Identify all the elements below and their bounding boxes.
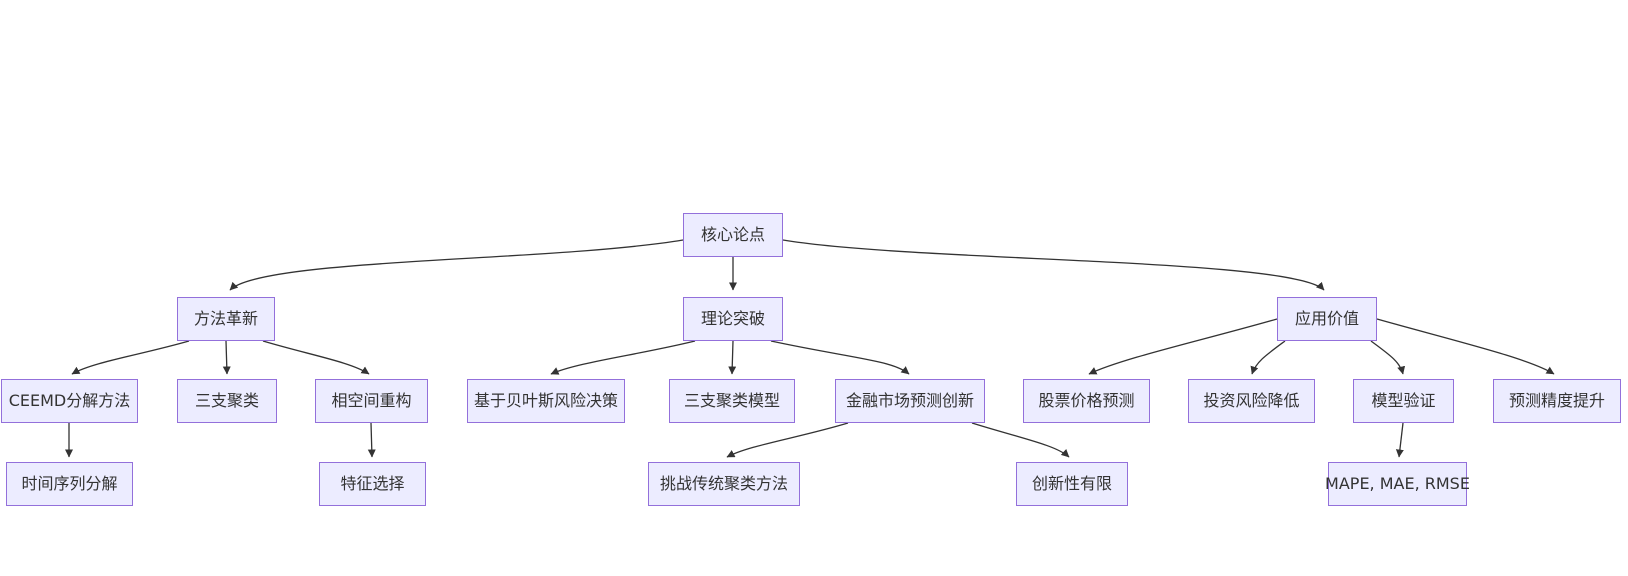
node-evaluation-metrics: MAPE, MAE, RMSE [1325, 462, 1470, 506]
node-limited-innovation: 创新性有限 [1016, 462, 1128, 506]
node-challenge-traditional-clustering: 挑战传统聚类方法 [648, 462, 800, 506]
edge-theory-to-fin-market [770, 340, 910, 375]
node-investment-risk-reduction: 投资风险降低 [1188, 379, 1315, 423]
node-application-value: 应用价值 [1277, 297, 1377, 341]
edge-model-val-to-metrics [1395, 422, 1404, 458]
edge-application-to-model-val [1370, 340, 1406, 375]
edge-method-to-three-way [222, 340, 231, 375]
node-ceemd-decomposition: CEEMD分解方法 [1, 379, 138, 423]
node-stock-price-prediction: 股票价格预测 [1023, 379, 1150, 423]
edge-theory-to-twc-model [728, 340, 737, 375]
edge-core-to-method [229, 239, 684, 291]
node-phase-space-reconstruction: 相空间重构 [315, 379, 428, 423]
node-core-thesis: 核心论点 [683, 213, 783, 257]
node-model-validation: 模型验证 [1353, 379, 1454, 423]
edge-application-to-stock [1088, 318, 1278, 375]
edge-fin-market-to-limited [971, 422, 1070, 458]
edge-method-to-phase [262, 340, 370, 375]
node-three-way-clustering: 三支聚类 [177, 379, 277, 423]
node-prediction-accuracy-improvement: 预测精度提升 [1493, 379, 1621, 423]
node-method-innovation: 方法革新 [177, 297, 275, 341]
node-theory-breakthrough: 理论突破 [683, 297, 783, 341]
edge-fin-market-to-challenge [726, 422, 849, 458]
edge-application-to-precision [1376, 318, 1555, 375]
node-bayesian-risk-decision: 基于贝叶斯风险决策 [467, 379, 625, 423]
edge-application-to-risk [1250, 340, 1286, 375]
node-feature-selection: 特征选择 [319, 462, 426, 506]
edge-theory-to-bayes [550, 340, 696, 375]
node-three-way-clustering-model: 三支聚类模型 [669, 379, 795, 423]
edge-core-to-application [782, 239, 1325, 291]
edge-phase-to-feature [367, 422, 376, 458]
node-time-series-decomposition: 时间序列分解 [6, 462, 133, 506]
edge-method-to-ceemd [71, 340, 190, 375]
node-financial-market-forecast-innovation: 金融市场预测创新 [835, 379, 985, 423]
